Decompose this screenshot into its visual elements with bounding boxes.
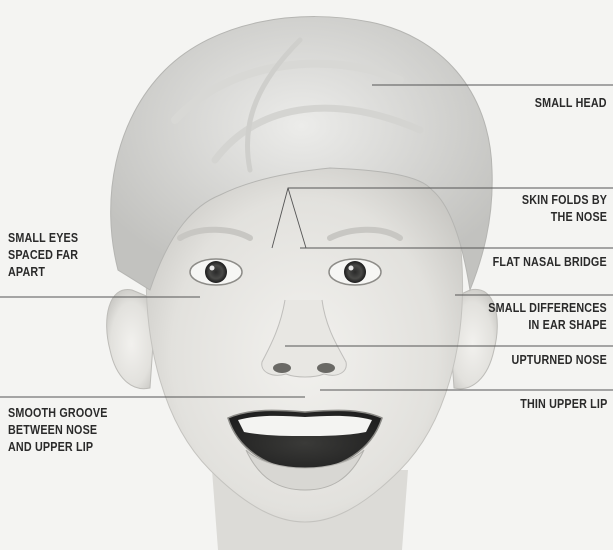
upper-teeth [238,416,372,436]
label-line: THIN UPPER LIP [520,396,607,413]
label-line: THE NOSE [522,209,607,226]
right-eye-highlight [349,266,354,271]
left-iris [205,261,227,283]
label-line: SMALL EYES [8,230,78,247]
label-small-eyes: SMALL EYES SPACED FAR APART [8,230,78,281]
label-line: FLAT NASAL BRIDGE [493,254,607,271]
label-line: IN EAR SHAPE [488,317,607,334]
label-smooth-groove: SMOOTH GROOVE BETWEEN NOSE AND UPPER LIP [8,405,108,456]
label-line: BETWEEN NOSE [8,422,108,439]
label-skin-folds: SKIN FOLDS BY THE NOSE [522,192,607,226]
label-line: SMALL DIFFERENCES [488,300,607,317]
label-flat-nasal-bridge: FLAT NASAL BRIDGE [493,254,607,271]
label-small-head: SMALL HEAD [535,95,607,112]
label-line: SKIN FOLDS BY [522,192,607,209]
right-iris [344,261,366,283]
left-nostril [273,363,291,373]
label-line: AND UPPER LIP [8,439,108,456]
label-line: SPACED FAR [8,247,78,264]
label-line: SMOOTH GROOVE [8,405,108,422]
label-ear-shape: SMALL DIFFERENCES IN EAR SHAPE [488,300,607,334]
right-nostril [317,363,335,373]
label-line: APART [8,264,78,281]
label-line: SMALL HEAD [535,95,607,112]
left-eye-highlight [210,266,215,271]
label-upturned-nose: UPTURNED NOSE [512,352,607,369]
label-thin-upper-lip: THIN UPPER LIP [520,396,607,413]
label-line: UPTURNED NOSE [512,352,607,369]
